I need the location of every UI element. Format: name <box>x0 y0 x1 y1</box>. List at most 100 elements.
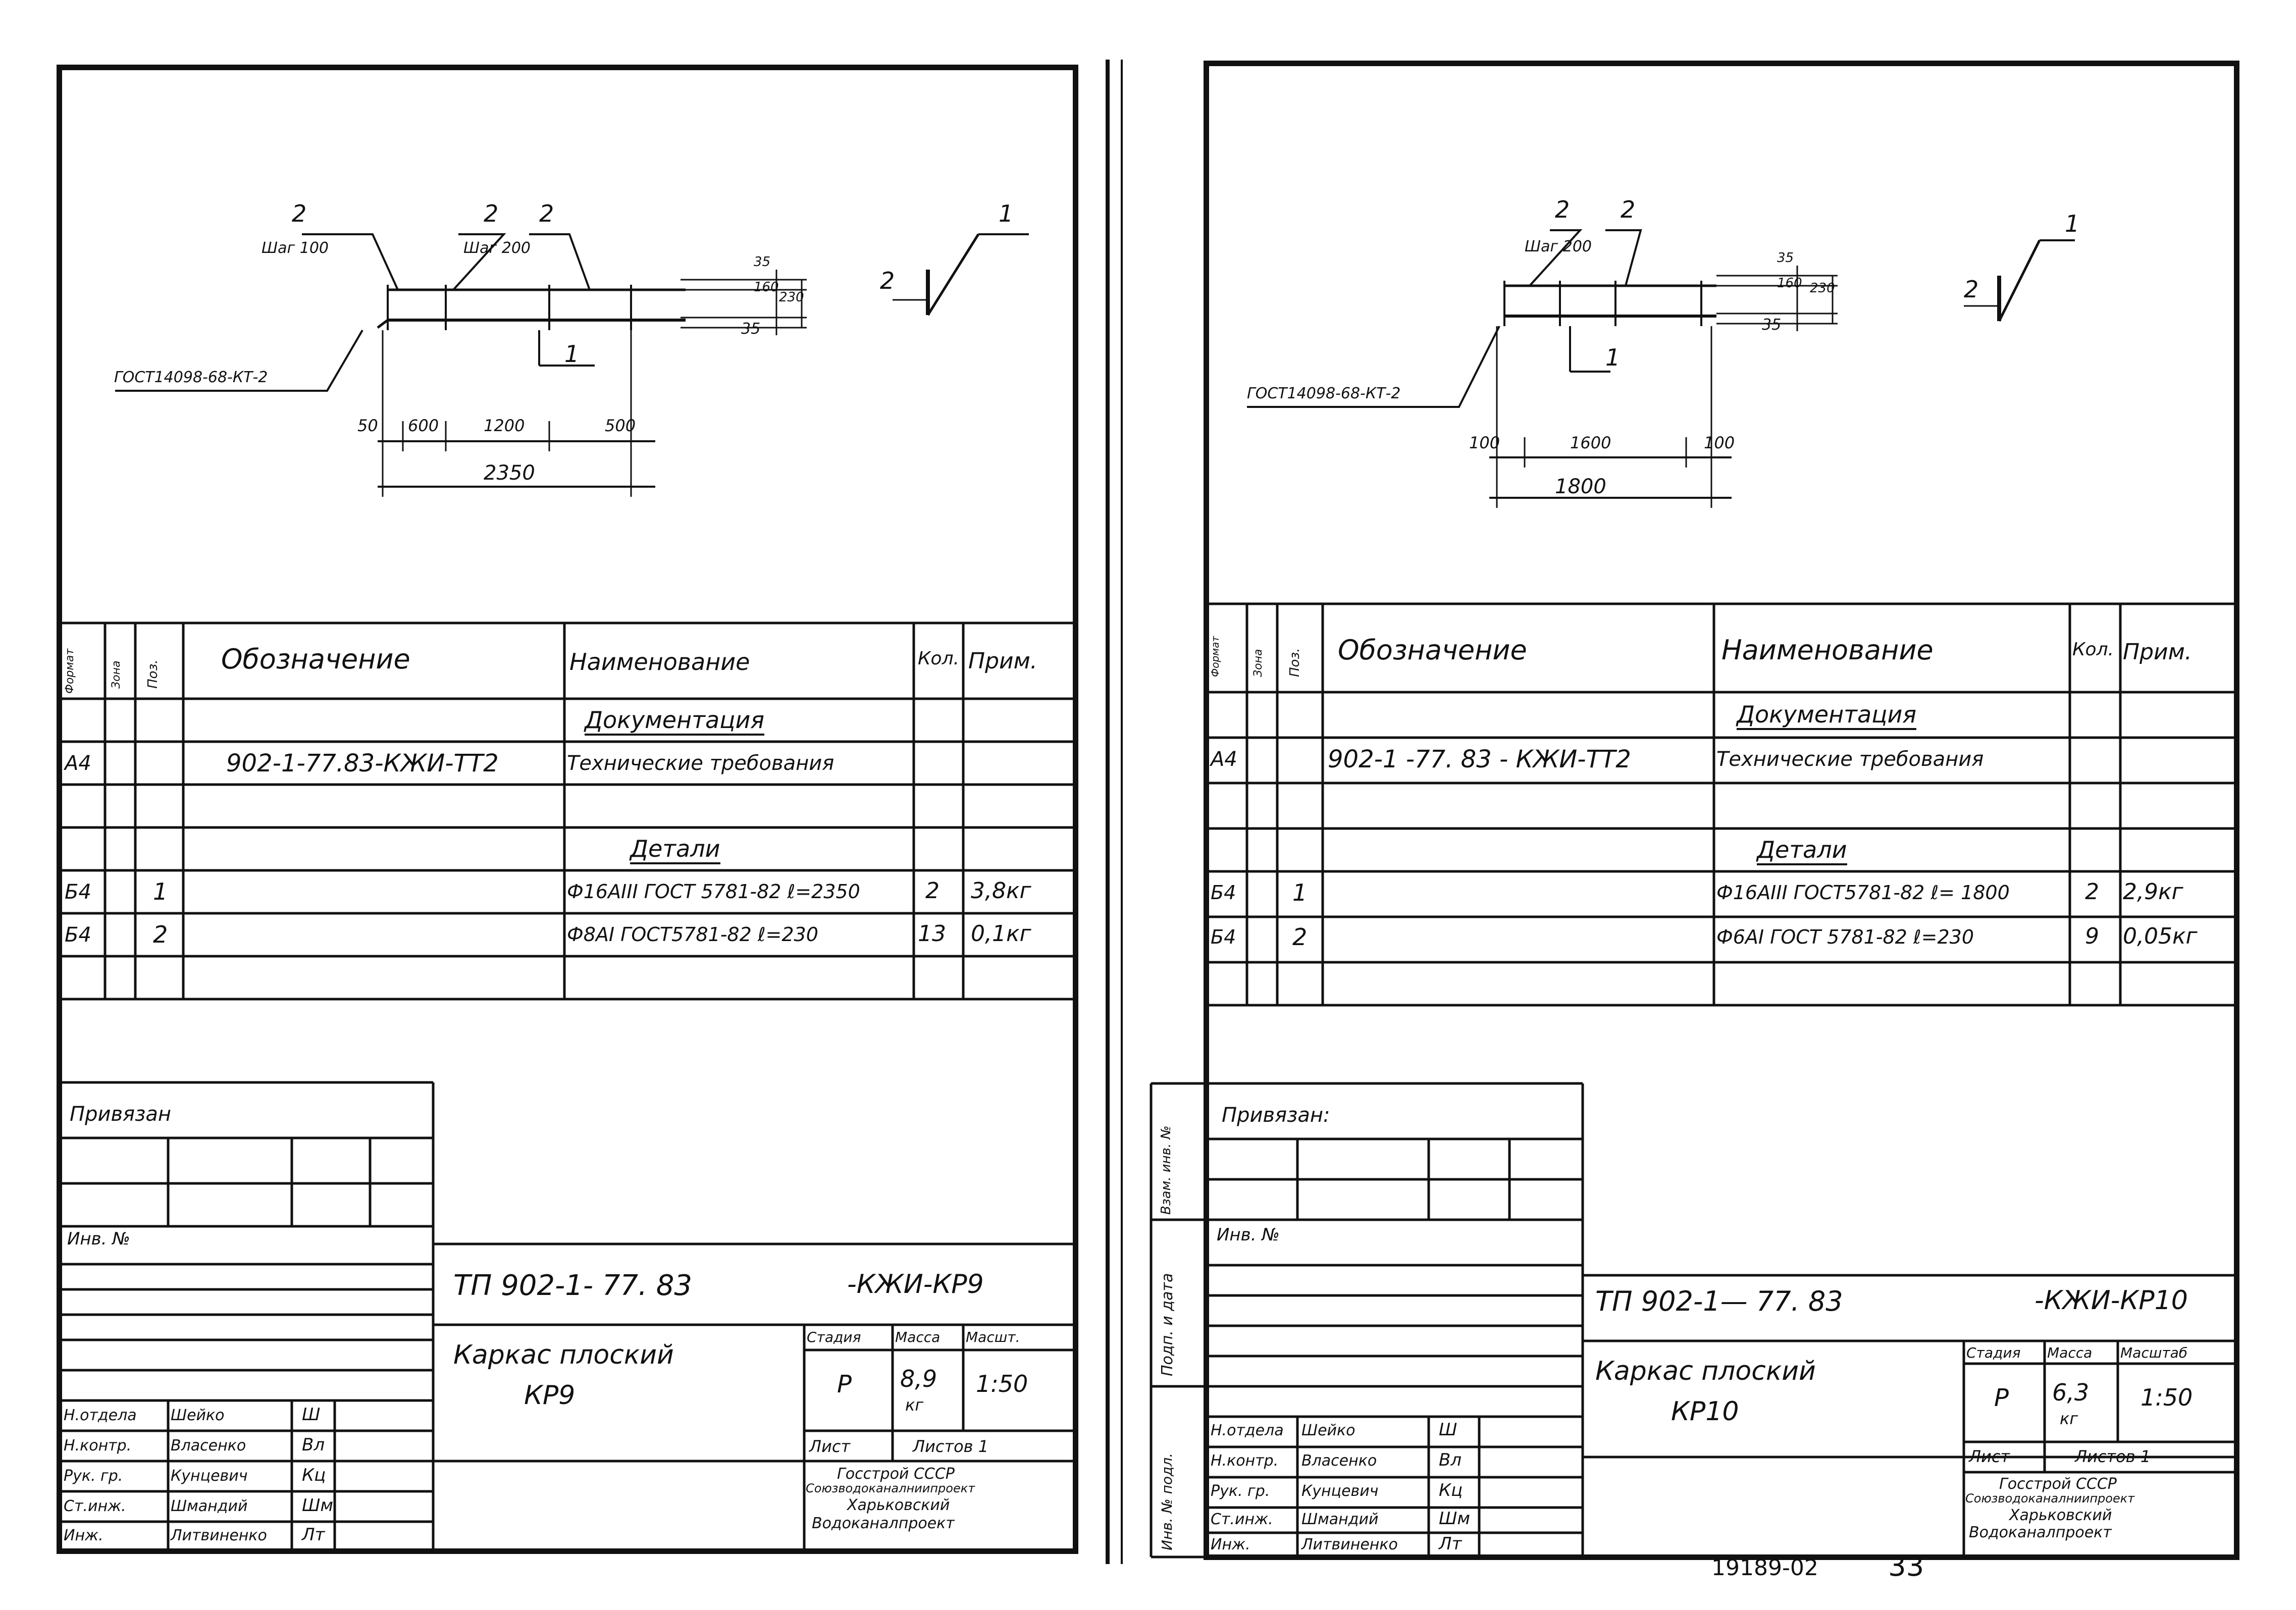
page-number: 33 <box>1888 1550 1924 1583</box>
section-dim: 230 <box>779 290 804 305</box>
col-header-note: Прим. <box>2123 639 2192 665</box>
cell-qty: 2 <box>925 878 940 904</box>
sheets-header: Листов 1 <box>2075 1447 2151 1466</box>
drawing-sheet-left: 2 2 2 1 2 1 Шаг 100 Шаг 200 ГОСТ14098-68… <box>57 65 1078 1554</box>
dim-label: 100 <box>1704 433 1735 452</box>
dim-label: 50 <box>357 416 378 435</box>
cell-qty: 9 <box>2085 923 2099 949</box>
section-documentation: Документация <box>585 706 765 736</box>
dim-label: 100 <box>1469 433 1500 452</box>
dim-total: 2350 <box>484 461 535 485</box>
org-line: Союзводоканалниипроект <box>1965 1491 2135 1505</box>
person-name: Шейко <box>1301 1422 1355 1439</box>
stage-value: Р <box>837 1370 852 1398</box>
drawing-title-mark: КР10 <box>1671 1396 1739 1427</box>
leader-pos-label: 2 <box>880 267 895 294</box>
org-line: Водоканалпроект <box>1969 1524 2112 1541</box>
person-role: Инж. <box>64 1527 103 1544</box>
title-block-lines <box>1207 1082 2236 1557</box>
person-name: Шейко <box>171 1407 225 1424</box>
leader-pos-label: 2 <box>292 200 307 227</box>
step-label: Шаг 100 <box>262 239 329 257</box>
cell-name: Ф6АI ГОСТ 5781-82 ℓ=230 <box>1716 926 1974 948</box>
dim-label: 1600 <box>1570 433 1611 452</box>
cell-name: Ф8АI ГОСТ5781-82 ℓ=230 <box>567 923 818 946</box>
org-line: Госстрой СССР <box>1999 1475 2117 1493</box>
frame-drawing-kr10 <box>1247 229 2075 508</box>
section-dim: 35 <box>1762 316 1782 334</box>
side-label: Взам. инв. № <box>1159 1125 1174 1215</box>
side-label: Инв. № подл. <box>1159 1452 1175 1550</box>
leader-pos-label: 1 <box>564 340 580 368</box>
cell-designation: 902-1-77.83-КЖИ-ТТ2 <box>226 749 499 777</box>
person-name: Шмандий <box>1301 1511 1379 1528</box>
col-header-qty: Кол. <box>2072 639 2114 660</box>
person-role: Инж. <box>1211 1536 1250 1553</box>
leader-pos-label: 2 <box>484 200 499 227</box>
person-role: Ст.инж. <box>64 1497 126 1515</box>
col-header-name: Наименование <box>1721 634 1934 666</box>
cell-format: А4 <box>65 752 91 775</box>
org-line: Союзводоканалниипроект <box>806 1481 975 1495</box>
cell-format: А4 <box>1211 748 1237 771</box>
section-documentation: Документация <box>1737 701 1917 730</box>
drawing-code-suffix: -КЖИ-КР9 <box>847 1269 984 1300</box>
cell-pos: 2 <box>153 921 168 948</box>
mass-unit: кг <box>2060 1409 2078 1428</box>
sheet-header: Лист <box>809 1437 851 1456</box>
cell-pos: 1 <box>153 878 168 905</box>
spec-table-lines <box>60 621 1075 1001</box>
privyazan-label: Привязан <box>70 1103 172 1126</box>
person-signature: Ш <box>302 1405 321 1425</box>
cell-note: 0,05кг <box>2123 923 2198 949</box>
cell-designation: 902-1 -77. 83 - КЖИ-ТТ2 <box>1328 745 1631 773</box>
person-signature: Лт <box>302 1525 325 1545</box>
cell-qty: 2 <box>2085 879 2099 905</box>
cell-format: Б4 <box>65 880 91 904</box>
section-dim: 35 <box>754 254 771 270</box>
section-dim: 160 <box>754 280 779 295</box>
mass-unit: кг <box>905 1395 924 1415</box>
person-name: Кунцевич <box>1301 1482 1379 1500</box>
dim-total: 1800 <box>1555 475 1606 498</box>
dim-label: 600 <box>408 416 439 435</box>
person-signature: Кц <box>1439 1480 1463 1500</box>
inner-frame <box>60 68 1075 1551</box>
dim-label: 1200 <box>484 416 525 435</box>
inner-frame <box>1207 64 2236 1557</box>
step-label: Шаг 200 <box>1525 238 1592 255</box>
mass-value: 6,3 <box>2052 1379 2090 1406</box>
person-name: Шмандий <box>171 1497 248 1515</box>
org-line: Водоканалпроект <box>812 1515 955 1532</box>
sheet-header: Лист <box>1969 1447 2010 1466</box>
col-header-qty: Кол. <box>918 648 960 669</box>
person-name: Власенко <box>1301 1452 1377 1470</box>
section-parts: Детали <box>630 835 720 864</box>
cell-name: Ф16АIII ГОСТ5781-82 ℓ= 1800 <box>1716 881 2010 904</box>
person-signature: Ш <box>1439 1420 1457 1440</box>
drawing-code: ТП 902-1- 77. 83 <box>453 1269 692 1302</box>
person-signature: Вл <box>302 1435 325 1455</box>
cell-pos: 2 <box>1292 923 1308 951</box>
mass-header: Масса <box>2047 1344 2093 1361</box>
person-role: Н.контр. <box>64 1437 132 1455</box>
cell-format: Б4 <box>1211 881 1236 904</box>
org-line: Харьковский <box>2009 1507 2112 1524</box>
leader-pos-label: 1 <box>999 200 1014 227</box>
scale-value: 1:50 <box>2141 1384 2193 1411</box>
person-signature: Лт <box>1439 1534 1462 1554</box>
person-signature: Шм <box>302 1495 334 1516</box>
sheets-header: Листов 1 <box>913 1437 989 1456</box>
leader-pos-label: 2 <box>1621 196 1636 223</box>
person-name: Литвиненко <box>1301 1536 1398 1553</box>
col-header-designation: Обозначение <box>1338 634 1527 666</box>
drawing-code: ТП 902-1— 77. 83 <box>1595 1285 1843 1317</box>
scale-header: Масштаб <box>2120 1344 2188 1361</box>
col-header-name: Наименование <box>569 648 750 676</box>
person-signature: Кц <box>302 1465 326 1485</box>
cell-format: Б4 <box>65 923 91 947</box>
person-signature: Вл <box>1439 1450 1462 1470</box>
side-strip-lines <box>1150 1082 1207 1559</box>
sheet-fold-line <box>1106 60 1110 1564</box>
person-role: Ст.инж. <box>1211 1511 1273 1528</box>
